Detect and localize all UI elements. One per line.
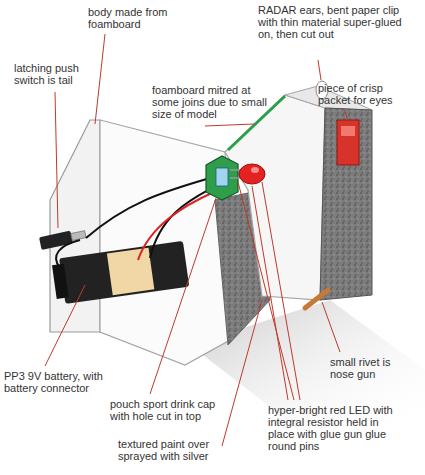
- cap-hole: [216, 168, 228, 186]
- callout-label: small rivet is nose gun: [330, 356, 415, 380]
- callout-label: RADAR ears, bent paper clip with thin ma…: [258, 4, 420, 40]
- callout-label: latching push switch is tail: [14, 62, 94, 86]
- nose-gun: [305, 290, 328, 308]
- led-pin: [230, 169, 240, 171]
- head-front: [320, 108, 372, 300]
- wire: [56, 240, 80, 268]
- leader-line: [322, 302, 340, 352]
- battery-body: [59, 241, 189, 304]
- leader-line: [95, 34, 105, 124]
- switch-spring: [71, 231, 86, 241]
- battery-label: [107, 248, 154, 295]
- leader-lines: [45, 34, 348, 446]
- eye-highlight: [341, 126, 355, 136]
- led-highlight: [251, 167, 259, 173]
- leader-line: [252, 186, 288, 400]
- callout-label: body made from foamboard: [88, 6, 188, 30]
- leader-line: [150, 198, 216, 394]
- leader-line: [55, 92, 58, 228]
- head-panel: [225, 95, 325, 300]
- wire: [86, 178, 210, 238]
- eye-panel: [337, 120, 359, 165]
- led-pin: [230, 177, 240, 179]
- leader-line: [345, 110, 348, 124]
- callout-label: pouch sport drink cap with hole cut in t…: [110, 398, 230, 422]
- callout-label: foamboard mitred at some joins due to sm…: [152, 84, 272, 120]
- red-led: [239, 164, 265, 184]
- wire: [150, 188, 212, 258]
- battery-connector: [52, 264, 69, 299]
- battery: [51, 241, 189, 305]
- switch-body: [39, 231, 73, 250]
- leader-line: [318, 60, 321, 80]
- leader-line: [205, 124, 254, 126]
- callout-label: textured paint over sprayed with silver: [118, 438, 228, 462]
- wire: [138, 192, 214, 260]
- callout-label: PP3 9V battery, with battery connector: [4, 370, 124, 394]
- body-panel: [100, 120, 235, 365]
- leader-line: [222, 300, 262, 446]
- callout-label: hyper-bright red LED with integral resis…: [268, 404, 398, 452]
- callout-label: piece of crisp packet for eyes: [318, 82, 408, 106]
- leader-line: [238, 182, 294, 400]
- leader-line: [45, 285, 85, 366]
- leader-line: [262, 182, 300, 400]
